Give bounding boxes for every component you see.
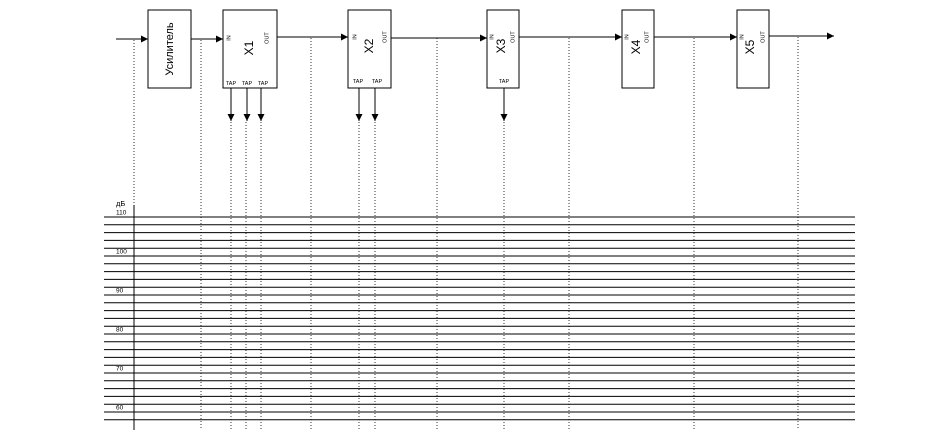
tap-x5: X5 IN OUT [736,9,770,89]
tap-box [222,9,278,89]
level-tick-label: 70 [116,366,124,373]
tap-port-label: TAP [226,81,237,87]
tap-port-label: TAP [499,79,510,85]
level-unit-label: дБ [116,199,125,208]
tap-port-label: TAP [258,81,269,87]
out-port-label: OUT [382,31,388,43]
tap-x4: X4 IN OUT [621,9,655,89]
out-port-label: OUT [510,31,516,43]
tap-box [736,9,770,89]
tap-port-label: TAP [242,81,253,87]
level-tick-label: 90 [116,288,124,295]
in-port-label: IN [489,34,495,40]
tap-name: X2 [362,38,376,53]
out-port-label: OUT [644,31,650,43]
level-tick-label: 100 [116,249,127,256]
amplifier-block: Усилитель [147,9,192,89]
tap-port-label: TAP [353,79,364,85]
tap-box [347,9,392,89]
in-port-label: IN [352,34,358,40]
tap-box [486,9,520,89]
tap-name: X3 [494,38,508,53]
level-tick-label: 60 [116,405,124,412]
tap-name: X4 [629,39,643,54]
level-tick-label: 80 [116,327,124,334]
level-tick-labels: 110 100 90 80 70 60 [116,210,127,412]
in-port-label: IN [226,35,232,41]
tap-port-label: TAP [372,79,383,85]
tap-x1: X1 IN OUT TAP TAP TAP [222,9,278,121]
signal-chain [116,32,834,43]
tap-name: X5 [743,39,757,54]
level-tick-label: 110 [116,210,127,217]
amplifier-box [147,9,192,89]
tap-x2: X2 IN OUT TAP TAP [347,9,392,121]
level-gridlines [104,216,855,421]
tap-x3: X3 IN OUT TAP [486,9,520,121]
out-port-label: OUT [760,31,766,43]
amplifier-label: Усилитель [164,22,176,76]
tap-name: X1 [242,40,256,55]
tap-box [621,9,655,89]
out-port-label: OUT [264,32,270,44]
in-port-label: IN [739,34,745,40]
reference-lines [133,37,799,430]
in-port-label: IN [624,34,630,40]
